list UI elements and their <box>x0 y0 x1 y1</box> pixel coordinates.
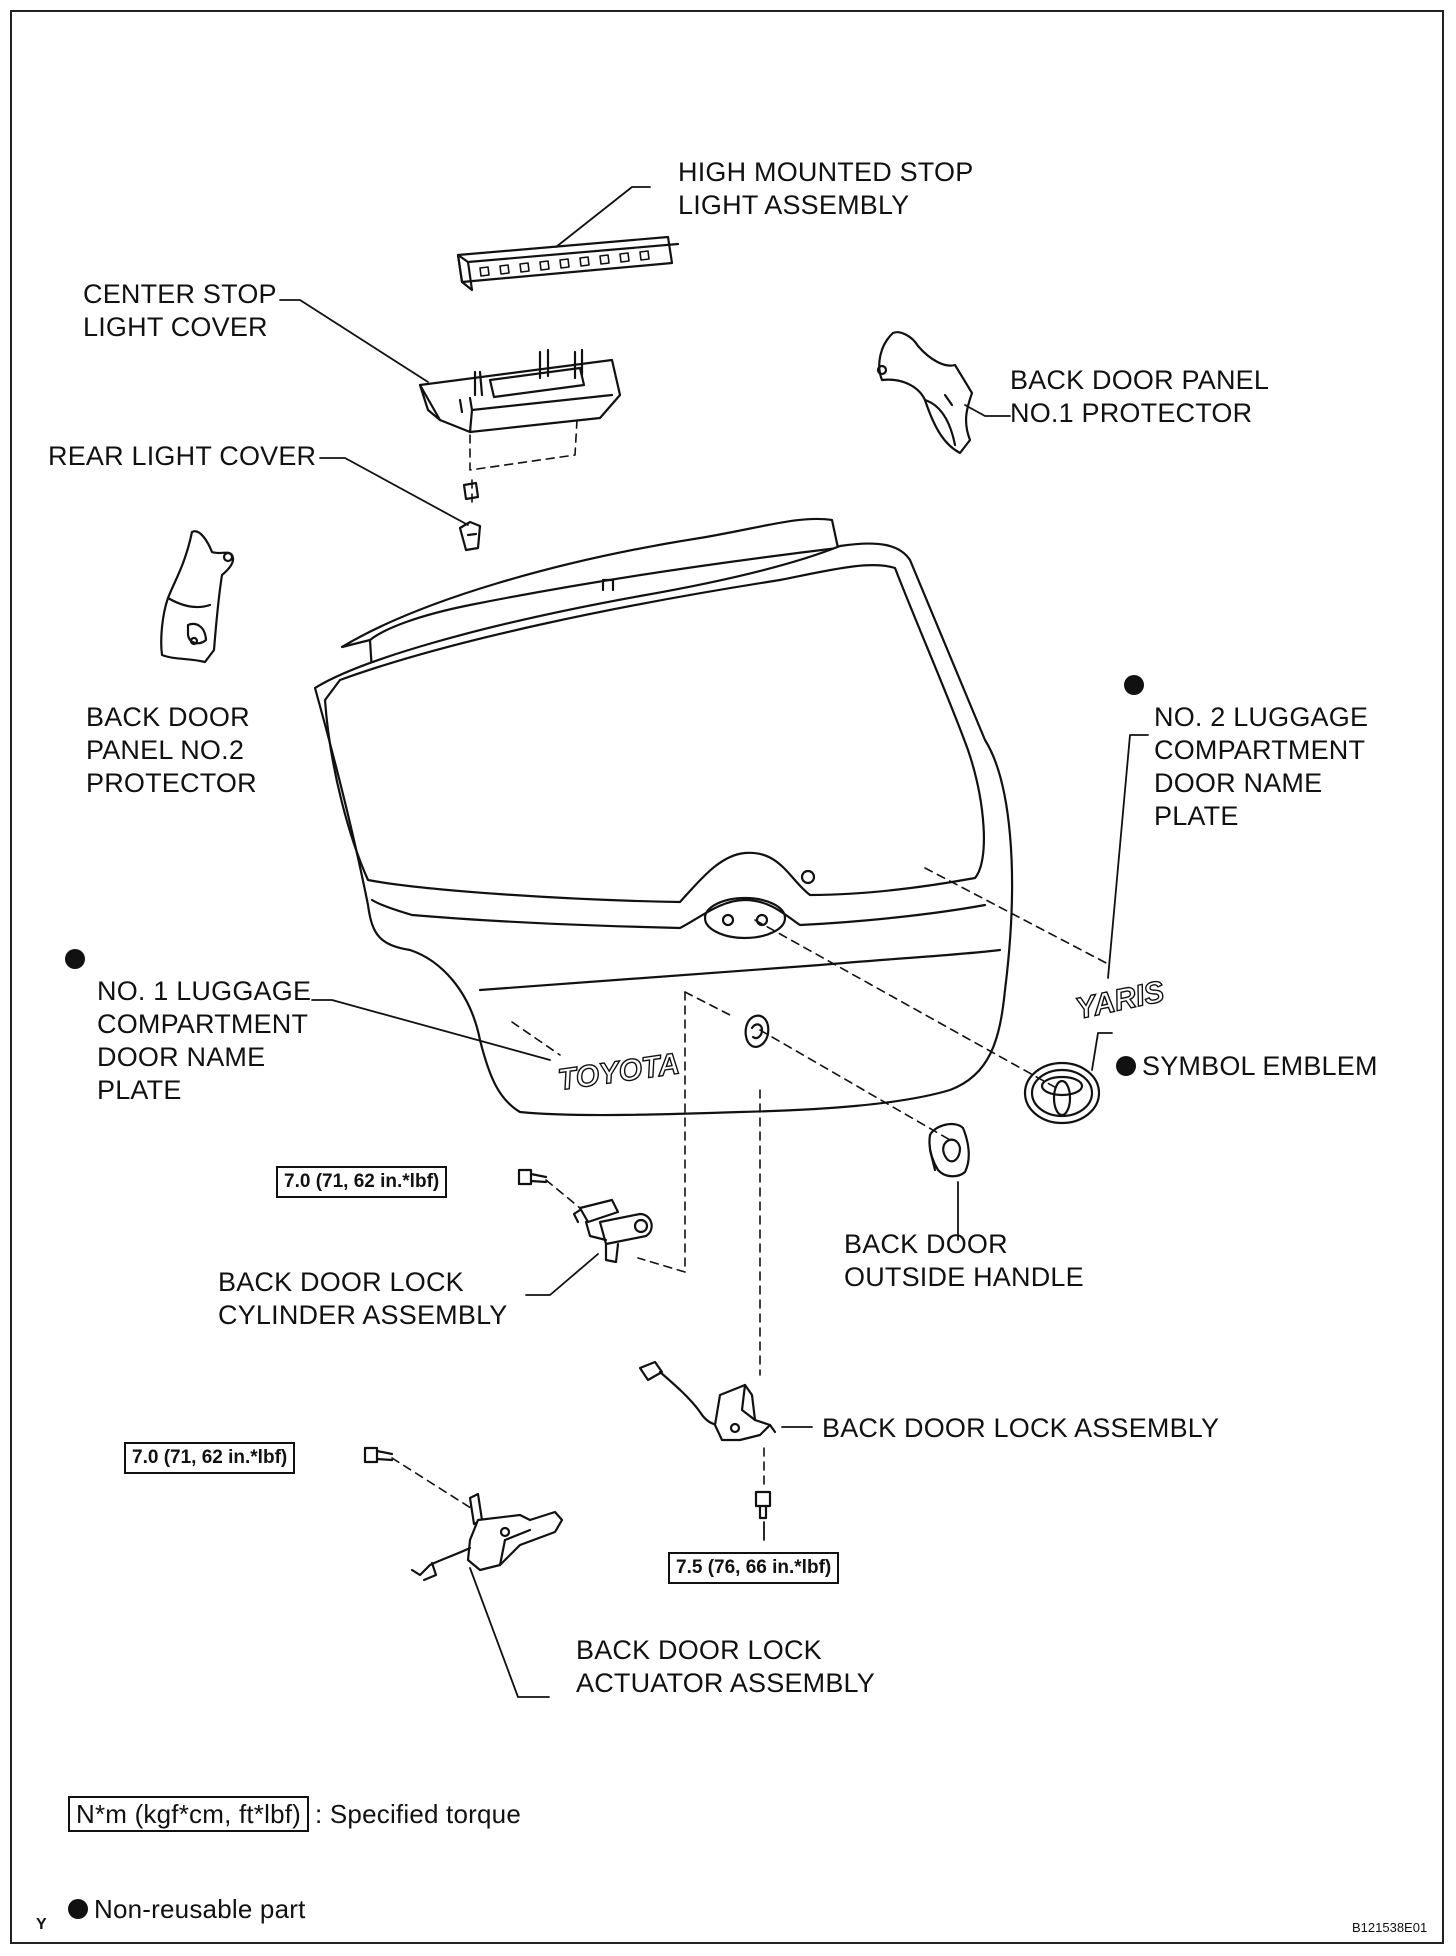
lock-cylinder-part <box>572 1198 653 1264</box>
legend-torque-text: : Specified torque <box>315 1799 521 1829</box>
leader-lines <box>279 186 1149 1698</box>
legend-torque: N*m (kgf*cm, ft*lbf): Specified torque <box>68 1765 521 1832</box>
assembly-dashed-lines <box>391 419 1111 1511</box>
label-center-stop-light-cover: CENTER STOP LIGHT COVER <box>83 279 277 342</box>
lock-bolt-part <box>754 1490 772 1520</box>
diagram-frame <box>10 10 1444 1944</box>
torque-lock-bolt: 7.5 (76, 66 in.*lbf) <box>668 1552 840 1584</box>
back-door-panel <box>313 517 1014 1117</box>
torque-cylinder-bolt: 7.0 (71, 62 in.*lbf) <box>276 1166 448 1198</box>
label-back-door-panel-no1-protector: BACK DOOR PANEL NO.1 PROTECTOR <box>1010 365 1270 428</box>
cylinder-bolt <box>517 1168 548 1186</box>
corner-left-mark: Y <box>36 1916 47 1933</box>
label-back-door-lock-actuator: BACK DOOR LOCK ACTUATOR ASSEMBLY <box>576 1635 875 1698</box>
back-door-lock-part <box>638 1360 777 1442</box>
legend-torque-box: N*m (kgf*cm, ft*lbf) <box>68 1796 310 1832</box>
back-door-panel-no2-protector <box>160 530 235 664</box>
label-no2-luggage-name-plate: NO. 2 LUGGAGE COMPARTMENT DOOR NAME PLAT… <box>1124 668 1368 833</box>
label-no1-luggage-name-plate: NO. 1 LUGGAGE COMPARTMENT DOOR NAME PLAT… <box>65 942 311 1107</box>
back-door-panel-no1-protector <box>876 331 974 455</box>
actuator-bolt <box>363 1446 394 1464</box>
label-high-mounted-stop-light: HIGH MOUNTED STOP LIGHT ASSEMBLY <box>678 157 974 220</box>
figure-id: B121538E01 <box>1352 1920 1428 1935</box>
label-symbol-emblem: SYMBOL EMBLEM <box>1116 1017 1378 1083</box>
center-stop-light-cover <box>418 348 622 434</box>
label-rear-light-cover: REAR LIGHT COVER <box>48 441 317 471</box>
rear-light-cover-clip <box>458 481 482 552</box>
torque-actuator-bolt: 7.0 (71, 62 in.*lbf) <box>124 1442 296 1474</box>
symbol-emblem-part <box>1023 1061 1101 1125</box>
high-mounted-stop-light <box>456 235 680 292</box>
label-back-door-panel-no2-protector: BACK DOOR PANEL NO.2 PROTECTOR <box>86 702 257 798</box>
non-reusable-marker <box>68 1899 88 1919</box>
legend-non-reusable: Non-reusable part <box>68 1860 306 1926</box>
back-door-outside-handle-part <box>928 1122 970 1178</box>
non-reusable-marker <box>1116 1056 1136 1076</box>
label-back-door-lock-cylinder: BACK DOOR LOCK CYLINDER ASSEMBLY <box>218 1267 508 1330</box>
lock-actuator-part <box>410 1492 564 1582</box>
label-back-door-lock-assembly: BACK DOOR LOCK ASSEMBLY <box>822 1413 1220 1443</box>
non-reusable-marker <box>1124 675 1144 695</box>
non-reusable-marker <box>65 949 85 969</box>
label-back-door-outside-handle: BACK DOOR OUTSIDE HANDLE <box>844 1229 1084 1292</box>
